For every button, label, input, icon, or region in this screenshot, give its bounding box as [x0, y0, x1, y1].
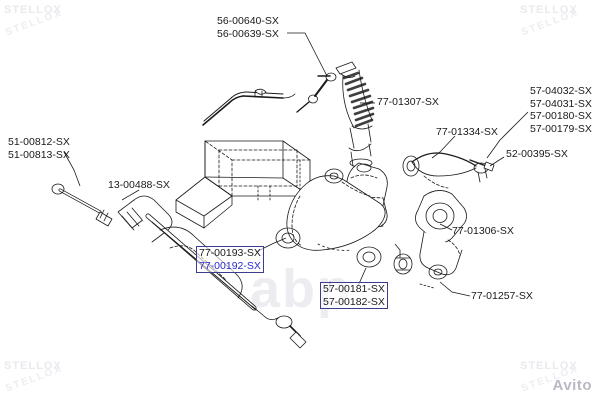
part-label-77-01306: 77-01306-SX — [452, 225, 514, 238]
part-number: 77-01306-SX — [452, 225, 514, 237]
stabilizer-link — [296, 72, 337, 113]
leader-line — [287, 32, 328, 77]
part-number: 57-00179-SX — [530, 122, 592, 135]
leader-line — [63, 151, 81, 187]
leader-line — [394, 243, 401, 258]
part-number: 57-00182-SX — [323, 295, 385, 308]
leader-line — [486, 111, 529, 159]
strut-spring-assembly — [335, 61, 375, 168]
watermark-tile: STELLOX — [4, 360, 62, 372]
part-label-13-00488: 13-00488-SX — [108, 179, 170, 192]
part-label-57-00181-group[interactable]: 57-00181-SX 57-00182-SX — [320, 282, 388, 309]
upper-control-arm — [402, 152, 489, 189]
leader-line — [489, 156, 505, 167]
part-number: 51-00813-SX — [8, 148, 70, 161]
leader-line — [439, 223, 453, 231]
avito-watermark: Avito — [553, 377, 592, 394]
part-number: 52-00395-SX — [506, 148, 568, 160]
part-number: 56-00639-SX — [217, 27, 279, 40]
part-number: 13-00488-SX — [108, 179, 170, 191]
part-number: 57-00180-SX — [530, 110, 592, 122]
part-number: 56-00640-SX — [217, 15, 279, 27]
part-number: 77-01257-SX — [471, 290, 533, 302]
part-label-56-00640: 56-00640-SX 56-00639-SX — [217, 15, 279, 40]
leader-line — [431, 135, 456, 159]
fasteners — [329, 159, 495, 293]
part-number: 57-04031-SX — [530, 97, 592, 110]
part-number: 77-01334-SX — [436, 126, 498, 138]
part-number: 57-00181-SX — [323, 283, 385, 295]
part-label-77-01307: 77-01307-SX — [377, 96, 439, 109]
control-arm-bushing — [393, 253, 413, 275]
stabilizer-bar — [202, 88, 296, 126]
lower-control-arm — [275, 168, 386, 268]
part-number: 77-01307-SX — [377, 96, 439, 108]
watermark-tile: STELLOX — [4, 4, 62, 16]
watermark-tile: STELLOX — [520, 360, 578, 372]
part-number: 57-04032-SX — [530, 85, 592, 97]
leader-line — [121, 189, 140, 201]
part-number: 51-00812-SX — [8, 136, 70, 148]
tie-rod-outer — [51, 183, 113, 227]
part-label-77-01334: 77-01334-SX — [436, 126, 498, 139]
leader-line — [439, 281, 471, 297]
part-number-highlighted: 77-00192-SX — [199, 259, 261, 272]
part-number: 77-00193-SX — [199, 247, 261, 259]
part-label-57-04032-group: 57-04032-SX 57-04031-SX 57-00180-SX 57-0… — [530, 85, 592, 135]
wheel-carrier — [415, 190, 467, 280]
part-label-77-00193-group[interactable]: 77-00193-SX 77-00192-SX — [196, 246, 264, 273]
part-label-77-01257: 77-01257-SX — [471, 290, 533, 303]
avito-text: Avito — [552, 377, 592, 394]
part-label-52-00395: 52-00395-SX — [506, 148, 568, 161]
watermark-tile: STELLOX — [520, 4, 578, 16]
part-label-51-00812-group: 51-00812-SX 51-00813-SX — [8, 136, 70, 161]
